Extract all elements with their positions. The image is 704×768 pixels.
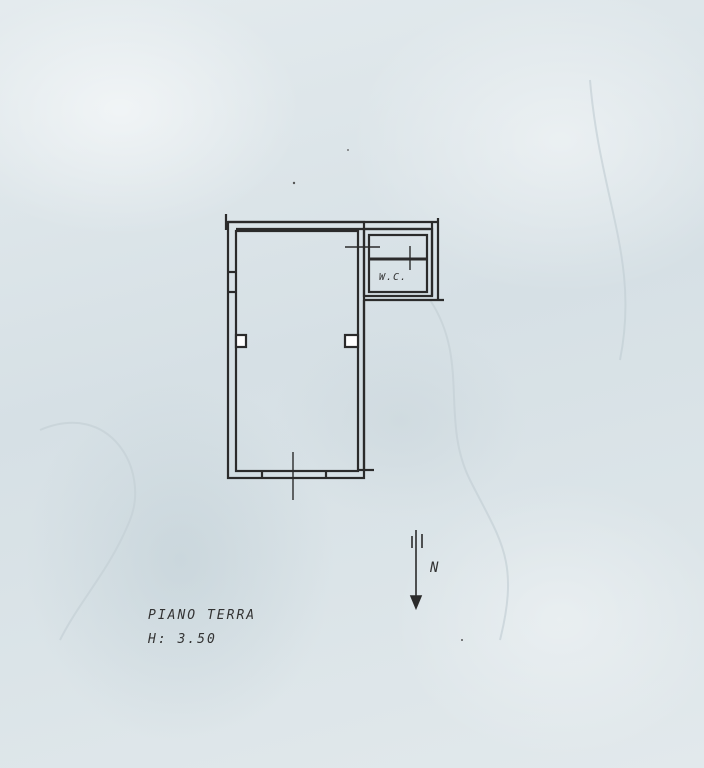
floor-name-label: PIANO TERRA xyxy=(148,608,257,623)
paper-creases xyxy=(39,79,627,641)
north-arrow-head xyxy=(409,595,423,611)
main-room-inner-wall xyxy=(234,229,360,473)
main-room-walls xyxy=(226,220,366,500)
wc-room xyxy=(345,218,444,472)
main-room-outer-wall xyxy=(226,220,366,480)
wc-label: W.C. xyxy=(379,272,408,283)
top-boundary-wall xyxy=(224,214,438,231)
wc-inner-wall xyxy=(367,233,429,294)
left-pillar xyxy=(234,333,248,349)
floor-height-label: H: 3.50 xyxy=(148,632,217,647)
north-arrow xyxy=(409,530,423,611)
north-label: N xyxy=(430,560,441,576)
paper-specks xyxy=(292,149,463,641)
wc-outer-wall xyxy=(362,227,434,298)
right-pillar xyxy=(343,333,360,349)
